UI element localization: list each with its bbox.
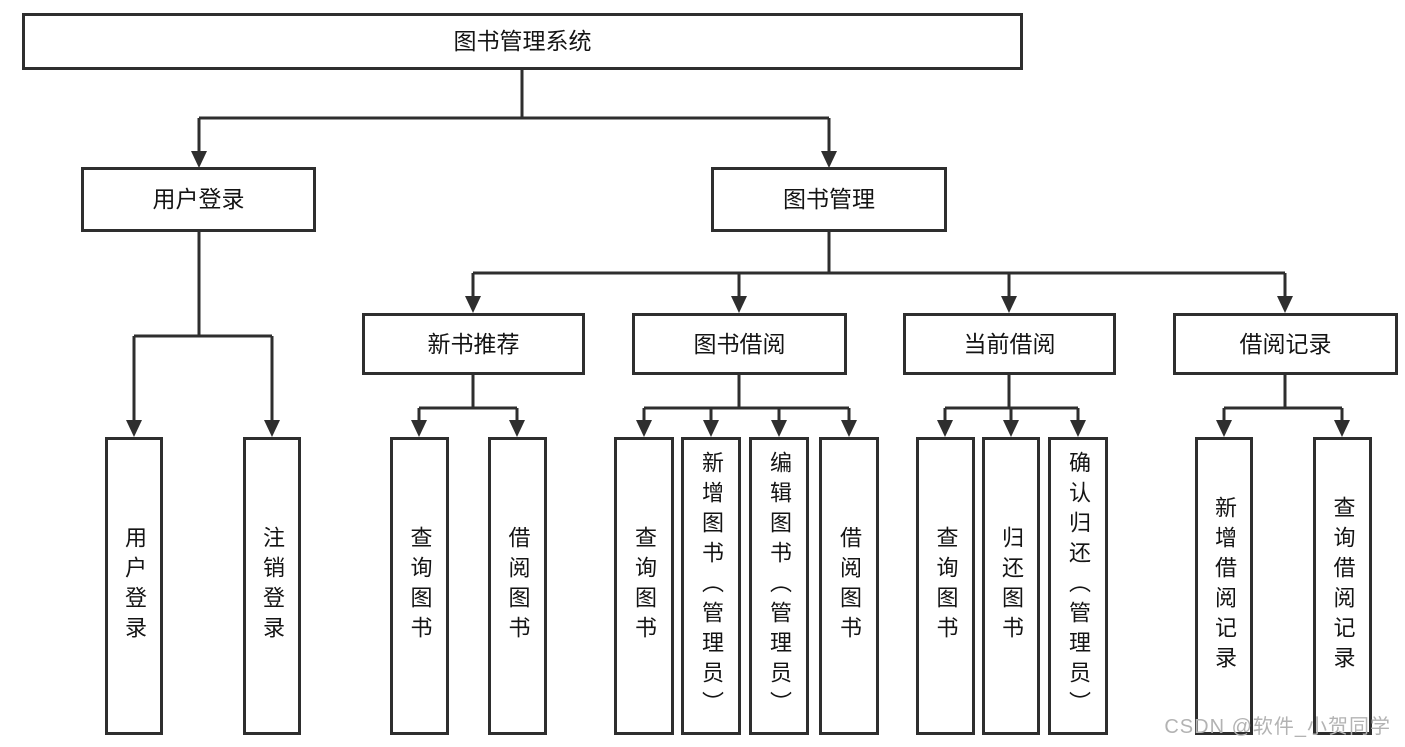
leaf-label: 编辑图书（管理员） (767, 451, 792, 721)
leaf-label: 确认归还（管理员） (1066, 451, 1091, 721)
node-leaf-cb-query-books: 查询图书 (916, 437, 975, 735)
leaf-label: 注销登录 (260, 526, 285, 646)
node-leaf-bb-edit-books-admin: 编辑图书（管理员） (749, 437, 809, 735)
node-current-borrow: 当前借阅 (903, 313, 1116, 375)
leaf-label: 归还图书 (999, 526, 1024, 646)
node-book-borrow: 图书借阅 (632, 313, 847, 375)
csdn-watermark: CSDN @软件_小贺同学 (1164, 716, 1391, 738)
node-leaf-bb-add-books-admin: 新增图书（管理员） (681, 437, 741, 735)
node-library-management-system: 图书管理系统 (22, 13, 1023, 70)
leaf-label: 查询图书 (407, 526, 433, 646)
node-leaf-bb-borrow-books: 借阅图书 (819, 437, 879, 735)
node-leaf-user-login: 用户登录 (105, 437, 163, 735)
node-book-management: 图书管理 (711, 167, 947, 232)
leaf-label: 借阅图书 (505, 526, 531, 646)
node-borrow-records: 借阅记录 (1173, 313, 1398, 375)
node-leaf-cb-return-books: 归还图书 (982, 437, 1040, 735)
node-leaf-br-add-record: 新增借阅记录 (1195, 437, 1253, 735)
leaf-label: 借阅图书 (837, 526, 862, 646)
leaf-label: 新增图书（管理员） (699, 451, 724, 721)
node-leaf-cb-confirm-return-admin: 确认归还（管理员） (1048, 437, 1108, 735)
node-user-login: 用户登录 (81, 167, 316, 232)
leaf-label: 用户登录 (122, 526, 147, 646)
leaf-label: 查询图书 (632, 526, 657, 646)
node-leaf-nb-query-books: 查询图书 (390, 437, 449, 735)
leaf-label: 查询借阅记录 (1330, 496, 1356, 676)
leaf-label: 新增借阅记录 (1212, 496, 1237, 676)
node-leaf-bb-query-books: 查询图书 (614, 437, 674, 735)
node-leaf-logout: 注销登录 (243, 437, 301, 735)
node-leaf-br-query-record: 查询借阅记录 (1313, 437, 1372, 735)
leaf-label: 查询图书 (933, 526, 959, 646)
node-new-book-recommend: 新书推荐 (362, 313, 585, 375)
node-leaf-nb-borrow-books: 借阅图书 (488, 437, 547, 735)
